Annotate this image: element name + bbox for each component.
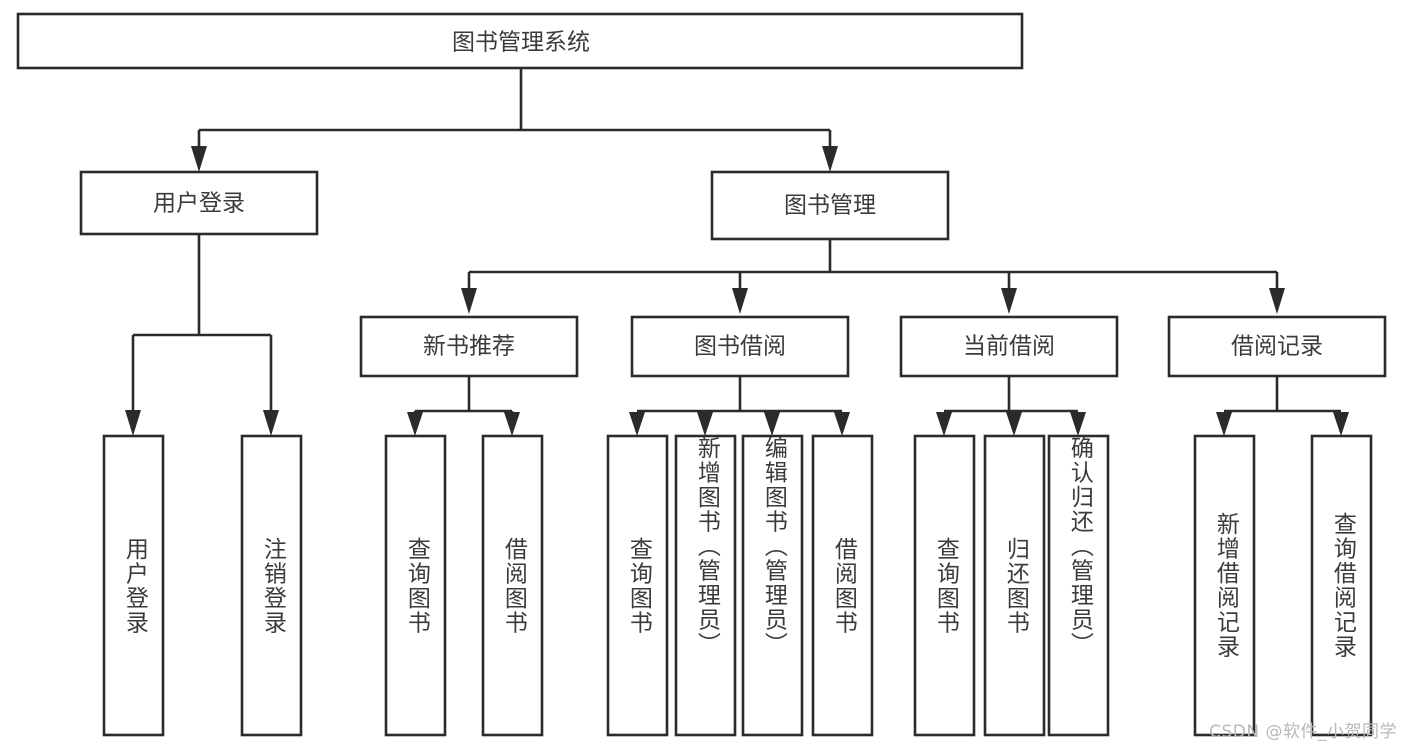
leaf-node[interactable]: 注销登录 [240, 434, 303, 737]
node-new-book-recommend[interactable]: 新书推荐 [359, 315, 579, 378]
arrow-head-leaf-6 [697, 412, 713, 436]
leaf-label-container: 用户登录 [121, 536, 148, 635]
arrow-head-leaf-11 [1070, 412, 1086, 436]
leaf-label-container: 编辑图书（管理员） [760, 436, 787, 657]
current-borrow-label: 当前借阅 [963, 334, 1055, 360]
leaf-label: 查询图书 [403, 536, 430, 635]
leaf-node[interactable]: 新增借阅记录 [1193, 434, 1256, 737]
leaf-label-container: 新增借阅记录 [1212, 512, 1239, 659]
leaf-node[interactable]: 用户登录 [102, 434, 165, 737]
leaf-box[interactable] [741, 434, 804, 737]
node-book-management[interactable]: 图书管理 [710, 170, 950, 241]
leaf-label: 查询图书 [625, 536, 652, 635]
leaf-label: 注销登录 [259, 536, 286, 635]
leaf-box[interactable] [481, 434, 544, 737]
leaf-label-container: 确认归还（管理员） [1066, 436, 1093, 657]
borrow-record-label: 借阅记录 [1231, 334, 1323, 360]
leaf-node[interactable]: 查询图书 [384, 434, 447, 737]
leaf-label: 编辑图书（管理员） [760, 436, 787, 657]
user-login-box[interactable] [79, 170, 319, 236]
arrow-head-leaf-3 [407, 412, 423, 436]
leaf-label: 查询借阅记录 [1329, 512, 1356, 659]
leaf-box[interactable] [983, 434, 1046, 737]
node-user-login[interactable]: 用户登录 [79, 170, 319, 236]
arrow-head-book-borrow [732, 288, 748, 314]
leaf-label: 确认归还（管理员） [1066, 436, 1093, 657]
leaf-node[interactable]: 借阅图书 [481, 434, 544, 737]
leaf-node[interactable]: 查询图书 [606, 434, 669, 737]
leaf-label-container: 查询图书 [625, 536, 652, 635]
leaf-node[interactable]: 新增图书（管理员） [674, 434, 737, 737]
book-borrow-box[interactable] [630, 315, 850, 378]
leaf-label-container: 借阅图书 [830, 536, 857, 635]
leaf-label-container: 查询图书 [403, 536, 430, 635]
arrow-head-user-login [191, 146, 207, 172]
arrow-head-new-book [461, 288, 477, 314]
node-root[interactable]: 图书管理系统 [16, 12, 1024, 70]
leaf-label-container: 新增图书（管理员） [693, 436, 720, 657]
current-borrow-box[interactable] [899, 315, 1119, 378]
arrow-head-leaf-9 [936, 412, 952, 436]
arrow-head-leaf-2 [263, 410, 279, 436]
new-book-recommend-label: 新书推荐 [423, 334, 515, 360]
leaf-label-container: 注销登录 [259, 536, 286, 635]
leaf-label-container: 查询借阅记录 [1329, 512, 1356, 659]
leaf-box[interactable] [240, 434, 303, 737]
leaf-box[interactable] [1193, 434, 1256, 737]
leaf-label: 归还图书 [1002, 536, 1029, 635]
arrow-head-leaf-13 [1333, 412, 1349, 436]
leaf-node[interactable]: 归还图书 [983, 434, 1046, 737]
leaf-label-container: 归还图书 [1002, 536, 1029, 635]
leaf-box[interactable] [674, 434, 737, 737]
leaf-label: 新增图书（管理员） [693, 436, 720, 657]
arrow-head-current-borrow [1001, 288, 1017, 314]
leaf-node[interactable]: 编辑图书（管理员） [741, 434, 804, 737]
arrow-head-leaf-5 [629, 412, 645, 436]
leaf-box[interactable] [102, 434, 165, 737]
root-label: 图书管理系统 [452, 30, 590, 56]
node-book-borrow[interactable]: 图书借阅 [630, 315, 850, 378]
node-borrow-record[interactable]: 借阅记录 [1167, 315, 1387, 378]
arrow-head-borrow-record [1269, 288, 1285, 314]
leaf-node[interactable]: 确认归还（管理员） [1047, 434, 1110, 737]
book-management-box[interactable] [710, 170, 950, 241]
leaf-node[interactable]: 查询图书 [913, 434, 976, 737]
leaf-label: 借阅图书 [500, 536, 527, 635]
arrow-head-leaf-8 [834, 412, 850, 436]
book-borrow-label: 图书借阅 [694, 334, 786, 360]
leaf-box[interactable] [811, 434, 874, 737]
book-management-label: 图书管理 [784, 193, 876, 219]
leaf-label: 查询图书 [932, 536, 959, 635]
leaf-box[interactable] [1047, 434, 1110, 737]
arrow-head-leaf-7 [764, 412, 780, 436]
leaf-label-container: 查询图书 [932, 536, 959, 635]
borrow-record-box[interactable] [1167, 315, 1387, 378]
leaf-box[interactable] [606, 434, 669, 737]
root-box[interactable] [16, 12, 1024, 70]
leaf-label: 用户登录 [121, 536, 148, 635]
leaf-node[interactable]: 查询借阅记录 [1310, 434, 1373, 737]
user-login-label: 用户登录 [153, 191, 245, 217]
leaf-label-container: 借阅图书 [500, 536, 527, 635]
arrow-head-leaf-10 [1006, 412, 1022, 436]
leaf-box[interactable] [384, 434, 447, 737]
arrow-head-book-manage [822, 146, 838, 172]
node-current-borrow[interactable]: 当前借阅 [899, 315, 1119, 378]
leaf-box[interactable] [1310, 434, 1373, 737]
leaf-label: 新增借阅记录 [1212, 512, 1239, 659]
new-book-recommend-box[interactable] [359, 315, 579, 378]
leaf-label: 借阅图书 [830, 536, 857, 635]
leaf-node[interactable]: 借阅图书 [811, 434, 874, 737]
connector-layer [125, 68, 1349, 436]
arrow-head-leaf-12 [1216, 412, 1232, 436]
arrow-head-leaf-1 [125, 410, 141, 436]
arrow-head-leaf-4 [504, 412, 520, 436]
leaf-box[interactable] [913, 434, 976, 737]
